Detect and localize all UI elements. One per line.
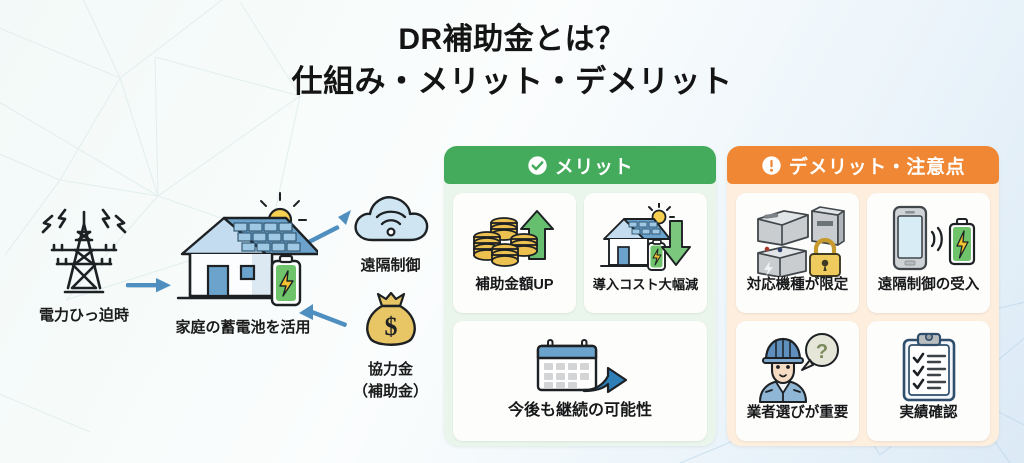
- demerit-panel: デメリット・注意点: [727, 146, 999, 446]
- flow-node-cloud: 遠隔制御: [338, 188, 443, 275]
- worker-question-icon: ?: [750, 328, 846, 406]
- demerit-card-remote-control-label: 遠隔制御の受入: [877, 277, 980, 293]
- exclamation-circle-icon: [762, 155, 781, 175]
- demerit-card-installer-choice-label: 業者選びが重要: [746, 405, 849, 421]
- demerit-card-track-record[interactable]: 実績確認: [867, 321, 990, 441]
- flow-node-money: $ 協力金 （補助金）: [338, 290, 443, 401]
- demerit-card-list: 対応機種が限定: [727, 184, 999, 450]
- merit-card-cost-down[interactable]: 導入コスト大幅減: [584, 193, 707, 313]
- flow-node-house: 家庭の蓄電池を活用: [158, 192, 328, 337]
- merit-card-subsidy-up[interactable]: 補助金額UP: [453, 193, 576, 313]
- merit-panel-header: メリット: [444, 146, 716, 184]
- flow-node-tower-label: 電力ひっ迫時: [38, 307, 129, 324]
- title-line-2: 仕組み・メリット・デメリット: [291, 63, 733, 99]
- demerit-card-limited-models[interactable]: 対応機種が限定: [736, 193, 859, 313]
- check-circle-icon: [528, 155, 547, 175]
- house-solar-battery-icon: [176, 192, 322, 307]
- flow-node-tower: 電力ひっ迫時: [14, 202, 154, 325]
- merit-card-list: 補助金額UP: [444, 184, 716, 450]
- demerit-card-remote-control[interactable]: 遠隔制御の受入: [867, 193, 990, 313]
- svg-text:?: ?: [815, 341, 827, 363]
- demerit-card-track-record-label: 実績確認: [899, 405, 958, 421]
- merit-card-subsidy-up-label: 補助金額UP: [475, 277, 554, 293]
- svg-text:$: $: [384, 312, 397, 341]
- flow-node-house-label: 家庭の蓄電池を活用: [175, 319, 311, 336]
- coins-up-arrow-icon: [469, 200, 561, 278]
- arrow-money-to-house: [299, 304, 347, 328]
- merit-card-continuation-label: 今後も継続の可能性: [507, 402, 652, 419]
- clipboard-check-icon: [890, 328, 968, 406]
- merit-panel-header-label: メリット: [554, 156, 634, 178]
- flow-arrows: [126, 210, 351, 328]
- flow-node-money-label-2: （補助金）: [352, 383, 428, 400]
- merit-panel: メリット: [444, 146, 716, 446]
- power-pylon-icon: [41, 208, 127, 294]
- merit-card-cost-down-label: 導入コスト大幅減: [592, 277, 699, 292]
- demerit-panel-header: デメリット・注意点: [727, 146, 999, 184]
- flow-diagram: 電力ひっ迫時: [8, 180, 444, 410]
- house-down-arrow-icon: [596, 200, 696, 278]
- cloud-wifi-icon: [353, 196, 428, 242]
- arrow-tower-to-house: [126, 278, 171, 293]
- page-title: DR補助金とは？ 仕組み・メリット・デメリット: [0, 22, 1024, 100]
- demerit-card-limited-models-label: 対応機種が限定: [746, 277, 849, 293]
- batteries-lock-icon: [750, 200, 846, 278]
- merit-card-continuation[interactable]: 今後も継続の可能性: [453, 321, 707, 441]
- demerit-card-installer-choice[interactable]: ? 業: [736, 321, 859, 441]
- money-bag-icon: $: [365, 291, 416, 346]
- demerit-panel-header-label: デメリット・注意点: [788, 156, 966, 178]
- arrow-house-to-cloud: [304, 210, 351, 246]
- flow-node-cloud-label: 遠隔制御: [360, 257, 421, 274]
- title-line-1: DR補助金とは？: [398, 23, 626, 56]
- calendar-arrow-icon: [522, 328, 638, 402]
- smartphone-battery-icon: [880, 200, 978, 278]
- flow-node-money-label-1: 協力金: [367, 361, 413, 378]
